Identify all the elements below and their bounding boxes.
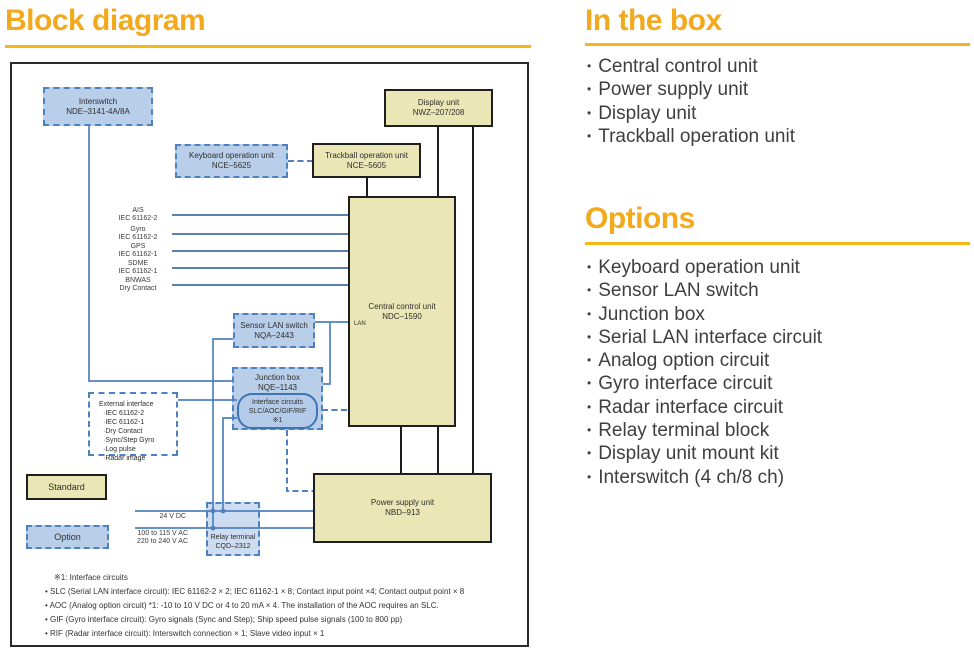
external-item: ·Log pulse [103,446,136,453]
box-label: Display unit [417,98,460,107]
box-model: NWZ–207/208 [412,108,465,117]
external-item: ·Radar image [103,455,146,462]
footnote-line: GIF (Gyro interface circuit): Gyro signa… [30,613,516,627]
in-the-box-rule [585,43,970,46]
footnote-line: RIF (Radar interface circuit): Interswit… [30,627,516,641]
central-control-unit-box: Central control unit NDC–1590 LAN [348,196,456,427]
lan-port-label: LAN [354,321,366,327]
box-model: NBD–913 [385,508,420,517]
in-the-box-title: In the box [585,4,722,37]
box-model: NCE–5605 [346,160,387,170]
box-label: SLC/AOC/GIF/RIF [248,407,307,415]
block-diagram-rule [5,45,531,48]
signal-label-gyro: Gyro IEC 61162-2 [118,226,158,241]
box-label: External interface [99,401,154,408]
interswitch-box: Interswitch NDE–3141-4A/8A [43,87,153,126]
external-item: ·IEC 61162-2 [103,410,145,417]
trackball-unit-box: Trackball operation unit NCE–5605 [312,143,421,178]
footnotes: ※1: Interface circuits SLC (Serial LAN i… [30,571,516,641]
list-item: Keyboard operation unit [585,256,822,279]
box-label: Junction box [255,373,300,382]
list-item: Central control unit [585,55,795,78]
power-supply-unit-box: Power supply unit NBD–913 [313,473,492,543]
list-item: Radar interface circuit [585,396,822,419]
box-label: Central control unit [368,301,436,311]
box-label: Trackball operation unit [325,150,408,160]
signal-label-ais: AIS IEC 61162-2 [118,207,158,222]
list-item: Junction box [585,303,822,326]
footnote-line: ※1: Interface circuits [54,573,128,582]
box-model: NCE–5625 [211,161,252,170]
footnote-line: AOC (Analog option circuit) *1: -10 to 1… [30,599,516,613]
keyboard-unit-box: Keyboard operation unit NCE–5625 [175,144,288,178]
legend-label: Option [54,532,81,542]
interface-circuits-box: Interface circuits SLC/AOC/GIF/RIF ※1 [237,393,318,429]
external-interface-box: External interface ·IEC 61162-2 ·IEC 611… [88,392,178,462]
display-unit-box: Display unit NWZ–207/208 [384,89,493,127]
box-label: Power supply unit [370,498,435,507]
box-label: Keyboard operation unit [189,151,274,160]
options-list: Keyboard operation unit Sensor LAN switc… [585,256,822,489]
sensor-lan-switch-box: Sensor LAN switch NQA–2443 [233,313,315,348]
list-item: Analog option circuit [585,349,822,372]
list-item: Interswitch (4 ch/8 ch) [585,466,822,489]
ac-input-label: 100 to 115 V AC 220 to 240 V AC [137,530,188,545]
options-title: Options [585,202,695,235]
signal-label-sdme: SDME IEC 61162-1 [118,260,158,275]
box-label: Relay terminal [210,534,256,541]
list-item: Display unit mount kit [585,442,822,465]
external-item: ·Dry Contact [103,428,143,435]
legend-option-box: Option [26,525,109,549]
footnote-ref: ※1 [272,416,283,424]
box-model: NQE–1143 [258,383,297,392]
external-item: ·IEC 61162-1 [103,419,145,426]
legend-standard-box: Standard [26,474,107,500]
relay-terminal-box: Relay terminal CQD–2312 [206,502,260,556]
box-model: NDC–1590 [382,311,422,321]
options-rule [585,242,970,245]
signal-label-bnwas: BNWAS Dry Contact [119,277,157,292]
external-item: ·Sync/Step Gyro [103,437,155,444]
list-item: Serial LAN interface circuit [585,326,822,349]
box-model: NDE–3141-4A/8A [66,106,130,116]
box-model: CQD–2312 [215,543,251,550]
box-label: Sensor LAN switch [240,320,308,330]
list-item: Gyro interface circuit [585,372,822,395]
footnote-line: SLC (Serial LAN interface circuit): IEC … [30,585,516,599]
list-item: Sensor LAN switch [585,279,822,302]
list-item: Trackball operation unit [585,125,795,148]
list-item: Display unit [585,102,795,125]
box-label: Interswitch [78,96,118,106]
list-item: Power supply unit [585,78,795,101]
dc-input-label: 24 V DC [159,513,186,520]
list-item: Relay terminal block [585,419,822,442]
legend-label: Standard [48,482,85,492]
block-diagram-title: Block diagram [5,4,206,37]
signal-label-gps: GPS IEC 61162-1 [118,243,158,258]
box-label: Interface circuits [252,398,303,406]
in-the-box-list: Central control unit Power supply unit D… [585,55,795,148]
box-model: NQA–2443 [254,330,294,340]
